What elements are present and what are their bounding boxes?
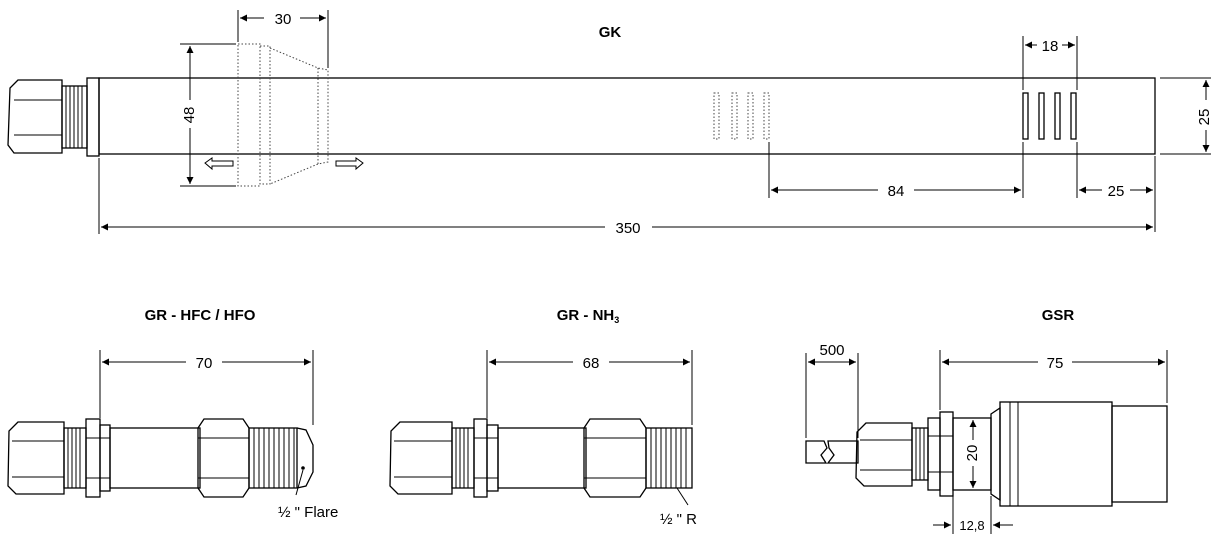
gr-nh3-dim-68: 68 [486, 350, 693, 425]
svg-text:25: 25 [1108, 183, 1125, 200]
gk-dim-84: 84 [768, 142, 1024, 200]
gr-hfc-title: GR - HFC / HFO [145, 307, 256, 324]
slide-right-arrow-icon [335, 157, 364, 171]
svg-text:18: 18 [1042, 38, 1059, 55]
gk-dim-48: 48 [180, 43, 236, 187]
gr-nh3-fitting-note: ½ " R [660, 511, 697, 528]
gsr-cable [805, 440, 859, 464]
svg-text:48: 48 [181, 107, 198, 124]
gsr-dim-500: 500 [805, 342, 859, 438]
svg-text:84: 84 [888, 183, 905, 200]
svg-text:25: 25 [1196, 109, 1211, 126]
gr-hfc-hex-nut [197, 418, 250, 498]
gk-dim-18: 18 [1022, 36, 1078, 90]
gsr-drawing: GSR [805, 307, 1168, 534]
gsr-cable-gland [855, 411, 992, 497]
gsr-dim-12-8: 12,8 [933, 492, 1013, 534]
gr-hfc-body [109, 427, 201, 489]
gr-nh3-cable-gland [389, 418, 499, 498]
svg-text:68: 68 [583, 355, 600, 372]
svg-text:500: 500 [819, 342, 844, 359]
gk-drawing: GK [7, 10, 1211, 237]
gk-dim-25-right: 25 [1160, 77, 1211, 155]
gr-nh3-body [497, 427, 587, 489]
gr-hfc-fitting-note: ½ " Flare [278, 504, 338, 521]
gsr-title: GSR [1042, 307, 1075, 324]
svg-text:75: 75 [1047, 355, 1064, 372]
slide-left-arrow-icon [204, 157, 234, 171]
gr-nh3-threaded-fitting [645, 427, 693, 506]
svg-text:12,8: 12,8 [959, 518, 984, 533]
gr-hfc-threaded-fitting [248, 427, 314, 496]
gk-dim-30: 30 [237, 10, 329, 68]
svg-text:20: 20 [964, 445, 981, 462]
gk-tube-body [98, 77, 1156, 155]
gk-dotted-vents [713, 92, 770, 140]
gsr-sensor-housing [990, 401, 1168, 507]
gk-dim-350: 350 [98, 158, 1153, 237]
gr-hfc-drawing: GR - HFC / HFO [7, 307, 338, 521]
svg-text:70: 70 [196, 355, 213, 372]
gsr-dim-75: 75 [939, 350, 1168, 410]
gr-hfc-dim-70: 70 [99, 350, 314, 425]
gr-hfc-cable-gland [7, 418, 111, 498]
svg-text:350: 350 [615, 220, 640, 237]
gk-cable-gland [7, 77, 100, 157]
gr-nh3-drawing: GR - NH3 [389, 307, 697, 528]
gr-nh3-title: GR - NH3 [557, 307, 620, 325]
svg-text:30: 30 [275, 11, 292, 28]
gsr-dim-20: 20 [964, 420, 981, 488]
gk-title: GK [599, 24, 622, 41]
gk-mounting-flange [204, 43, 364, 187]
gk-dim-25-bottom: 25 [1076, 142, 1156, 232]
gr-nh3-hex-nut [583, 418, 647, 498]
gk-sensor-vents [1022, 92, 1077, 140]
